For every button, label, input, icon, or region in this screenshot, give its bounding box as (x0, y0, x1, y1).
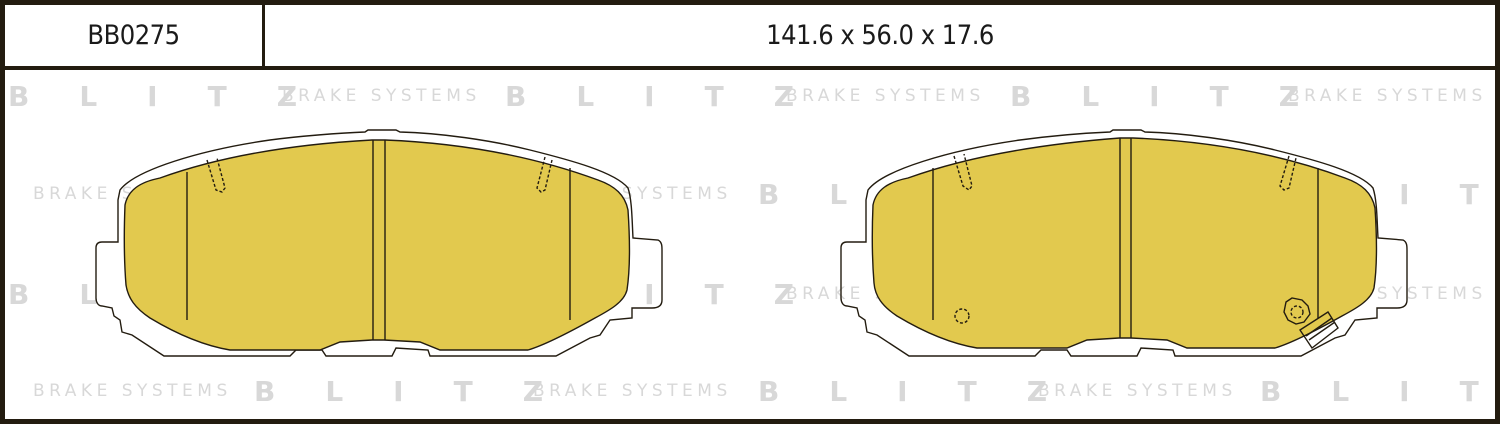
left-brake-pad (95, 129, 663, 357)
watermark-tagline: BRAKE SYSTEMS (533, 381, 732, 401)
hole-marker (954, 308, 970, 324)
locator-pin (953, 153, 973, 191)
friction-material (123, 139, 631, 351)
right-brake-pad (840, 129, 1408, 357)
watermark-tagline: BRAKE SYSTEMS (33, 381, 232, 401)
part-number: BB0275 (5, 5, 265, 66)
watermark-brand: BLITZ (1260, 375, 1500, 408)
watermark-brand: BLITZ (254, 375, 594, 408)
watermark-tagline: BRAKE SYSTEMS (1288, 86, 1487, 106)
backing-plate-outline (95, 129, 663, 357)
locator-pin (206, 157, 226, 193)
watermark-brand: BLITZ (505, 80, 845, 113)
friction-material (871, 137, 1378, 349)
watermark-brand: BLITZ (1010, 80, 1350, 113)
watermark-tagline: BRAKE SYSTEMS (282, 86, 481, 106)
locator-pin (536, 156, 553, 193)
watermark-brand: BLITZ (758, 375, 1098, 408)
dimensions: 141.6 x 56.0 x 17.6 (766, 20, 994, 51)
watermark-brand: BLITZ (8, 80, 348, 113)
watermark-tagline: BRAKE SYSTEMS (786, 86, 985, 106)
header-row: BB0275 141.6 x 56.0 x 17.6 (5, 5, 1495, 70)
backing-plate-outline (840, 129, 1408, 357)
locator-pin (1279, 155, 1297, 191)
wear-sensor-icon (1283, 297, 1339, 350)
watermark-tagline: BRAKE SYSTEMS (1038, 381, 1237, 401)
